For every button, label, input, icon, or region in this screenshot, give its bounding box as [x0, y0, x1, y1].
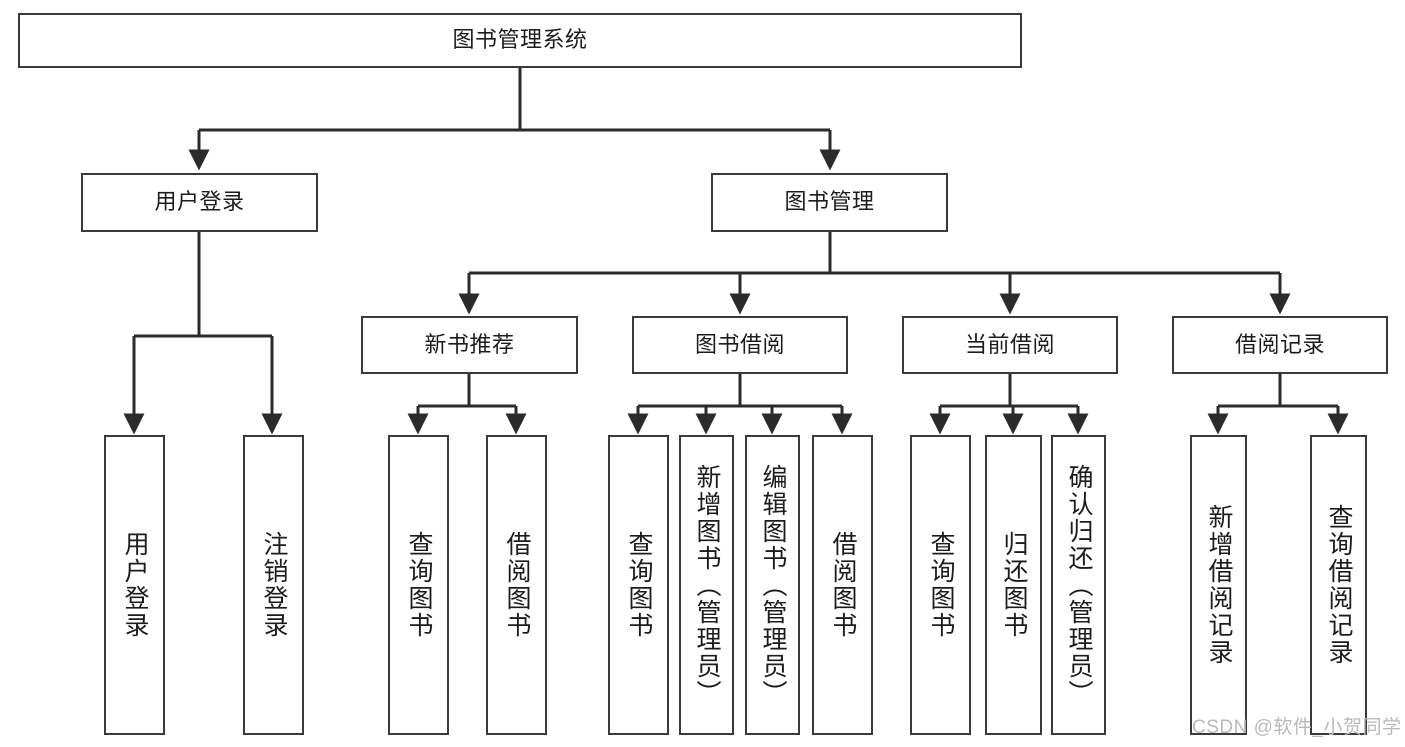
node-leaf-confirm-return[interactable]: 确认归还（管理员）	[1051, 435, 1106, 735]
node-label: 新增借阅记录	[1205, 504, 1233, 666]
node-leaf-add-record[interactable]: 新增借阅记录	[1190, 435, 1247, 735]
node-label: 用户登录	[121, 531, 149, 639]
node-leaf-query-book-2[interactable]: 查询图书	[608, 435, 669, 735]
node-leaf-borrow-book-2[interactable]: 借阅图书	[812, 435, 873, 735]
node-label: 当前借阅	[964, 331, 1055, 357]
node-leaf-logout[interactable]: 注销登录	[243, 435, 304, 735]
node-leaf-query-book-3[interactable]: 查询图书	[910, 435, 971, 735]
node-label: 用户登录	[154, 189, 245, 215]
node-label: 查询借阅记录	[1325, 504, 1353, 666]
node-new-book-recommend[interactable]: 新书推荐	[361, 316, 578, 374]
node-label: 查询图书	[405, 531, 433, 639]
node-borrow-record[interactable]: 借阅记录	[1172, 316, 1388, 374]
node-label: 确认归还（管理员）	[1065, 463, 1093, 707]
node-label: 编辑图书（管理员）	[759, 463, 787, 707]
node-label: 借阅图书	[829, 531, 857, 639]
node-label: 借阅记录	[1234, 331, 1325, 357]
node-leaf-return-book[interactable]: 归还图书	[985, 435, 1042, 735]
node-label: 查询图书	[927, 531, 955, 639]
node-label: 借阅图书	[503, 531, 531, 639]
node-leaf-query-record[interactable]: 查询借阅记录	[1310, 435, 1367, 735]
node-leaf-user-login[interactable]: 用户登录	[104, 435, 165, 735]
node-label: 图书管理系统	[452, 27, 588, 53]
node-leaf-query-book-1[interactable]: 查询图书	[388, 435, 449, 735]
node-label: 新书推荐	[424, 331, 515, 357]
node-user-login[interactable]: 用户登录	[81, 173, 318, 232]
node-leaf-edit-book[interactable]: 编辑图书（管理员）	[745, 435, 800, 735]
node-root-system[interactable]: 图书管理系统	[18, 13, 1022, 68]
node-current-borrow[interactable]: 当前借阅	[902, 316, 1118, 374]
node-label: 归还图书	[1000, 531, 1028, 639]
node-label: 图书管理	[784, 189, 875, 215]
node-label: 查询图书	[625, 531, 653, 639]
node-book-manage[interactable]: 图书管理	[711, 173, 948, 232]
node-label: 图书借阅	[694, 331, 785, 357]
node-label: 注销登录	[260, 531, 288, 639]
node-leaf-add-book[interactable]: 新增图书（管理员）	[679, 435, 734, 735]
node-book-borrow[interactable]: 图书借阅	[632, 316, 848, 374]
node-leaf-borrow-book-1[interactable]: 借阅图书	[486, 435, 547, 735]
node-label: 新增图书（管理员）	[693, 463, 721, 707]
